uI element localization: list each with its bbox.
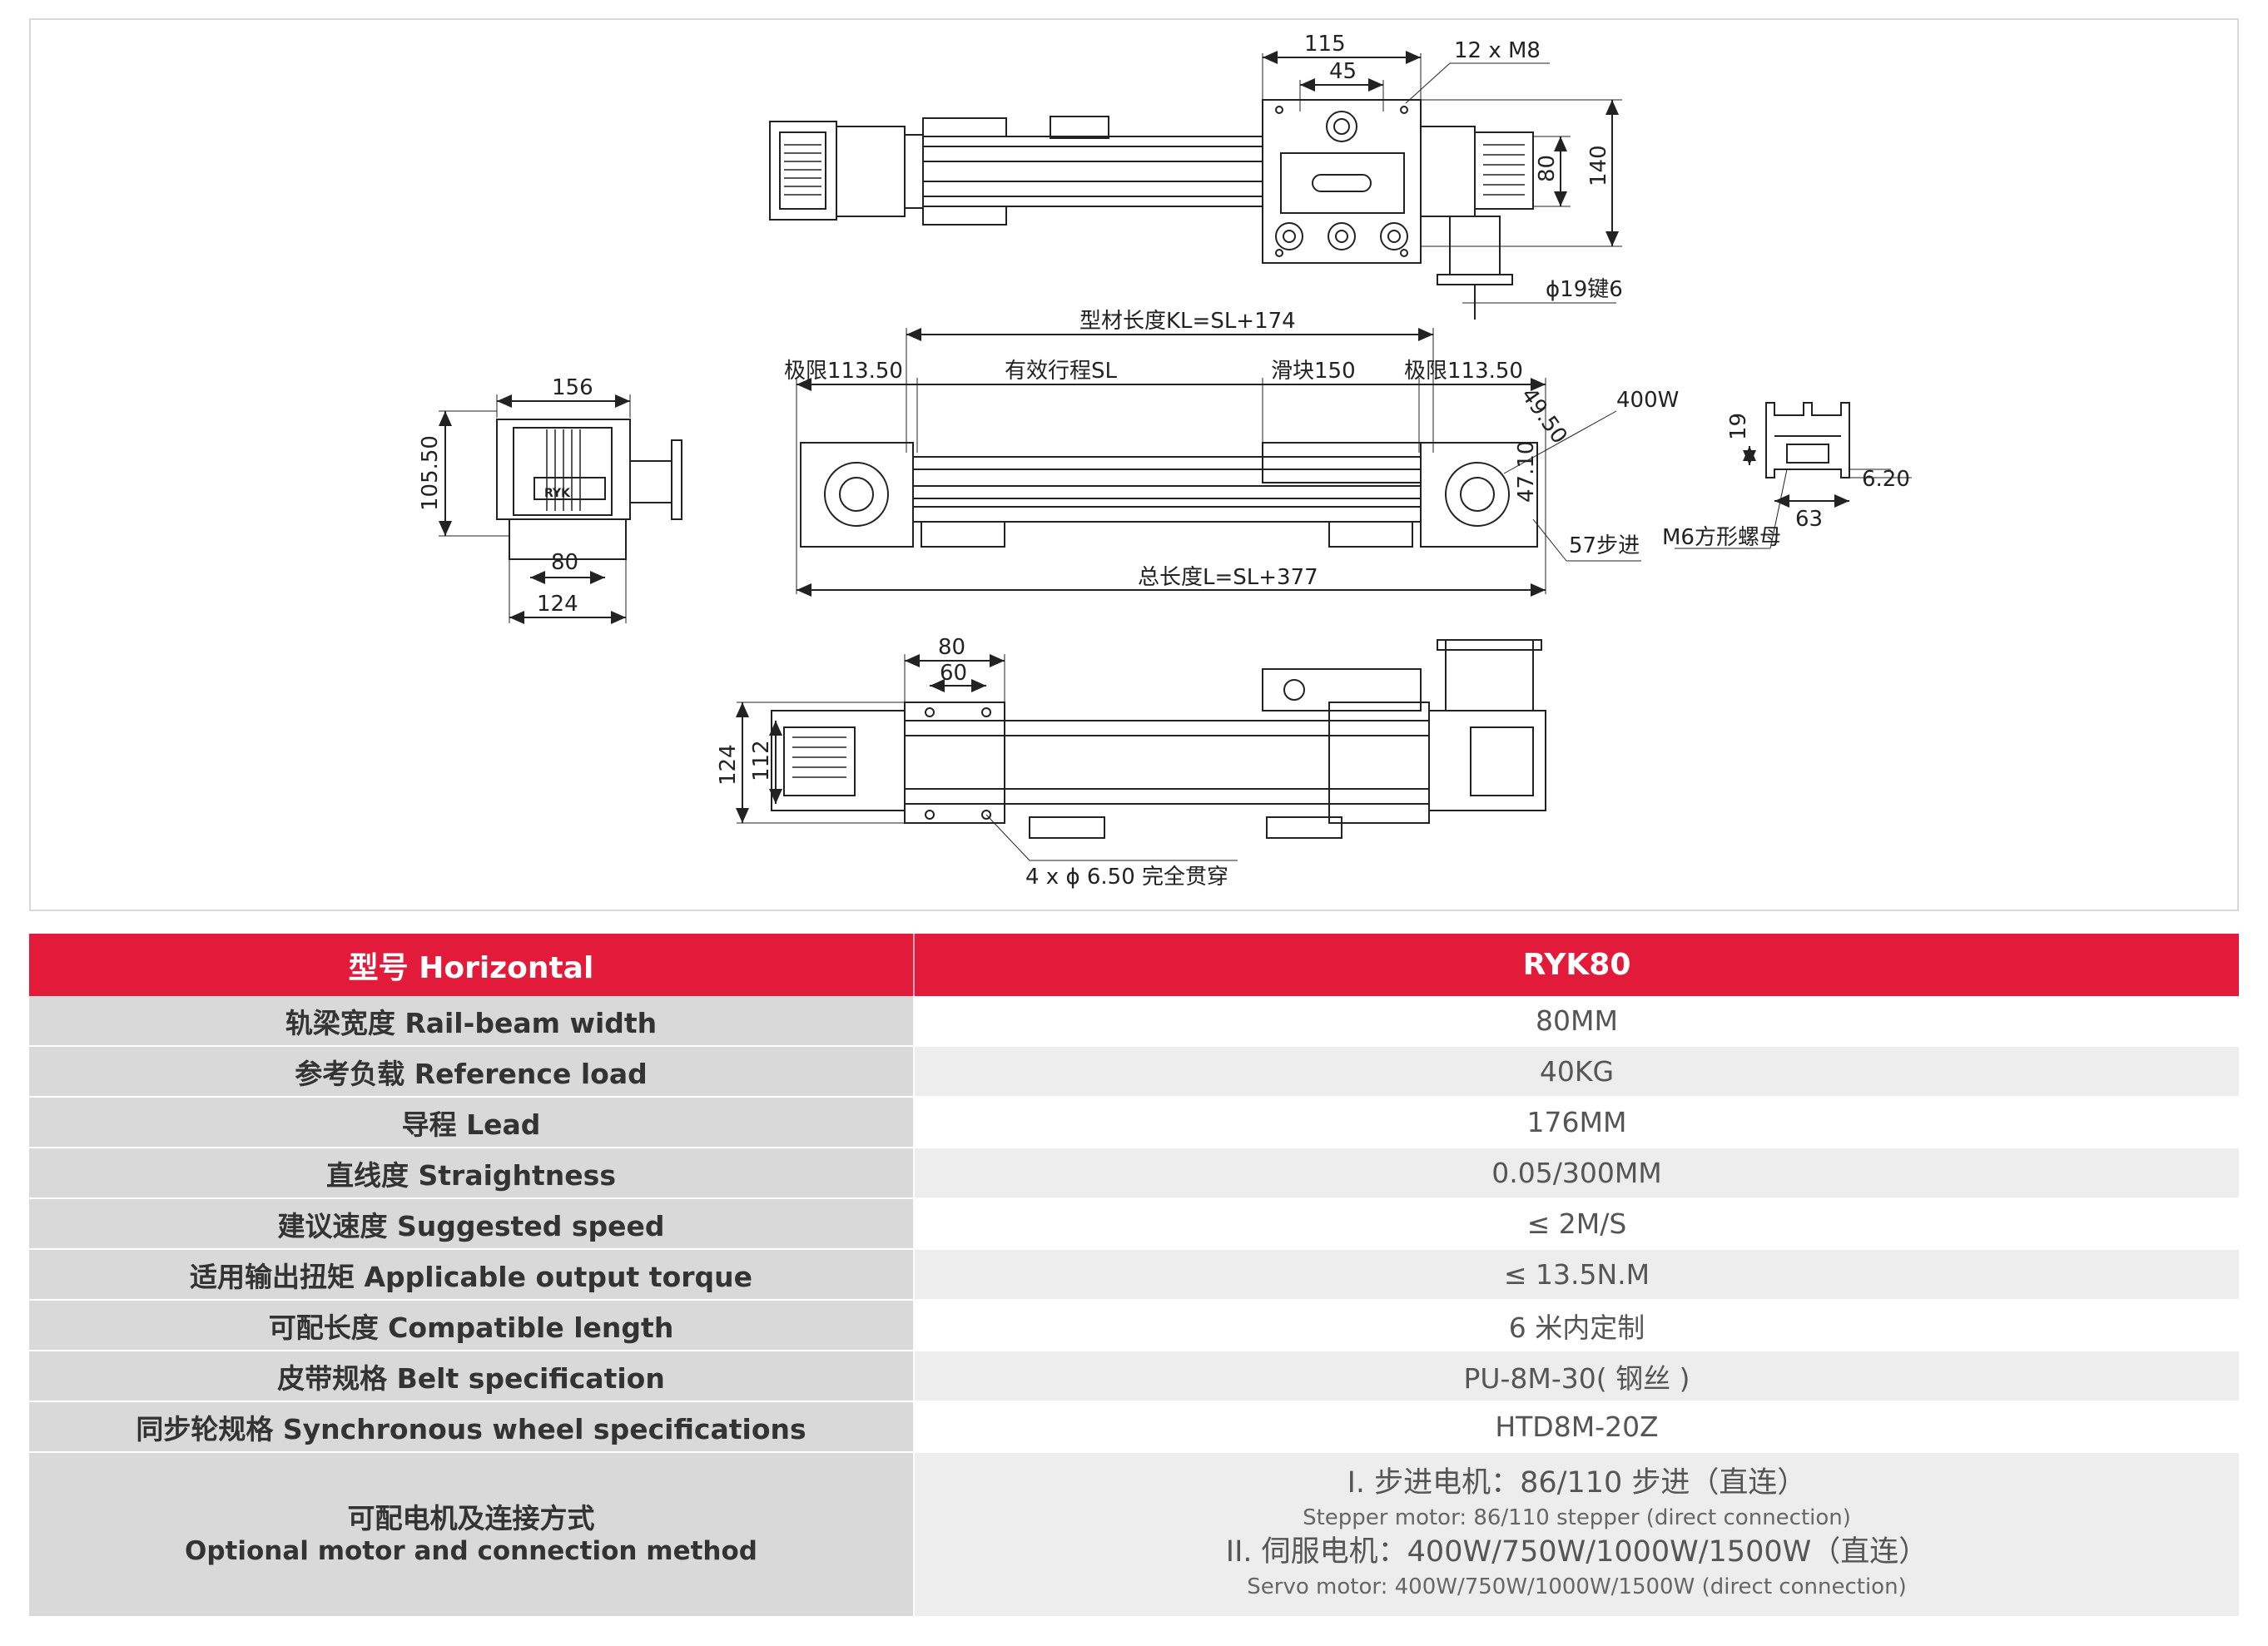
dim-400w: 400W xyxy=(1616,388,1679,413)
motor-line1: I. 步进电机：86/110 步进（直连） xyxy=(1347,1466,1807,1500)
row-label: 轨梁宽度 Rail-beam width xyxy=(29,996,915,1047)
dim-140: 140 xyxy=(1586,145,1611,186)
row-label: 适用输出扭矩 Applicable output torque xyxy=(29,1249,915,1301)
dim-124-side: 124 xyxy=(537,592,578,617)
row-value: 0.05/300MM xyxy=(914,1148,2239,1199)
header-ryk80: RYK80 xyxy=(914,934,2239,996)
dim-45: 45 xyxy=(1329,59,1357,84)
side-view xyxy=(439,394,682,624)
motor-line2: II. 伺服电机：400W/750W/1000W/1500W（直连） xyxy=(1225,1535,1928,1569)
row-value: ≤ 2M/S xyxy=(914,1198,2239,1250)
dim-m6-nut: M6方形螺母 xyxy=(1662,525,1781,550)
profile-cross-section xyxy=(1675,402,1912,549)
row-label: 直线度 Straightness xyxy=(29,1148,915,1199)
row-value: 40KG xyxy=(914,1046,2239,1098)
dim-60: 60 xyxy=(940,661,967,686)
row-value: 6 米内定制 xyxy=(914,1300,2239,1351)
row-value: 80MM xyxy=(914,996,2239,1047)
row-label: 皮带规格 Belt specification xyxy=(29,1351,915,1402)
dim-limit-right: 极限113.50 xyxy=(1404,359,1523,384)
header-model: 型号 Horizontal xyxy=(29,934,915,996)
dim-6-20: 6.20 xyxy=(1862,467,1910,492)
table-row: 建议速度 Suggested speed≤ 2M/S xyxy=(29,1198,2239,1250)
row-value: HTD8M-20Z xyxy=(914,1401,2239,1453)
technical-drawing: 115 45 12 x M8 80 140 ϕ19键6 156 105.50 8… xyxy=(418,32,1912,890)
dim-slider: 滑块150 xyxy=(1271,359,1356,384)
dim-49-50: 49.50 xyxy=(1516,384,1571,449)
motor-label-en: Optional motor and connection method xyxy=(185,1536,757,1567)
row-label: 同步轮规格 Synchronous wheel specifications xyxy=(29,1401,915,1453)
dim-holes: 4 x ϕ 6.50 完全贯穿 xyxy=(1025,865,1228,890)
dim-80-bottom: 80 xyxy=(938,635,965,660)
dim-19: 19 xyxy=(1726,413,1751,440)
dim-124-bottom: 124 xyxy=(716,744,741,786)
logo-ryk: RYK xyxy=(544,487,571,500)
dim-63: 63 xyxy=(1795,507,1823,532)
motor-value-cell: I. 步进电机：86/110 步进（直连） Stepper motor: 86/… xyxy=(914,1452,2239,1618)
table-header-row: 型号 Horizontal RYK80 xyxy=(29,934,2239,996)
row-value: PU-8M-30( 钢丝 ) xyxy=(914,1351,2239,1402)
bottom-view xyxy=(736,639,1546,861)
row-value: ≤ 13.5N.M xyxy=(914,1249,2239,1301)
dim-kl: 型材长度KL=SL+174 xyxy=(1079,309,1296,334)
dim-80-side: 80 xyxy=(551,550,578,575)
dim-12xm8: 12 x M8 xyxy=(1454,38,1541,63)
motor-line1-en: Stepper motor: 86/110 stepper (direct co… xyxy=(1303,1505,1851,1530)
dim-105-50: 105.50 xyxy=(418,435,443,511)
spec-table: 型号 Horizontal RYK80 轨梁宽度 Rail-beam width… xyxy=(29,934,2239,1618)
dim-limit-left: 极限113.50 xyxy=(784,359,903,384)
dim-stroke: 有效行程SL xyxy=(1005,359,1118,384)
dim-112: 112 xyxy=(749,740,774,781)
dim-total-length: 总长度L=SL+377 xyxy=(1138,565,1318,590)
top-view xyxy=(769,51,1622,320)
dim-80-top: 80 xyxy=(1535,155,1560,182)
row-label: 可配长度 Compatible length xyxy=(29,1300,915,1351)
row-label: 建议速度 Suggested speed xyxy=(29,1198,915,1250)
row-label: 参考负载 Reference load xyxy=(29,1046,915,1098)
technical-drawing-frame: 115 45 12 x M8 80 140 ϕ19键6 156 105.50 8… xyxy=(29,18,2239,911)
row-value: 176MM xyxy=(914,1097,2239,1148)
dim-156: 156 xyxy=(552,375,593,400)
dim-47-10: 47.10 xyxy=(1514,441,1539,503)
table-row-motor: 可配电机及连接方式 Optional motor and connection … xyxy=(29,1452,2239,1618)
motor-line2-en: Servo motor: 400W/750W/1000W/1500W (dire… xyxy=(1247,1574,1907,1599)
table-row: 适用输出扭矩 Applicable output torque≤ 13.5N.M xyxy=(29,1249,2239,1301)
motor-label-cn: 可配电机及连接方式 xyxy=(347,1502,595,1534)
dim-shaft: ϕ19键6 xyxy=(1546,277,1623,302)
dim-57-stepper: 57步进 xyxy=(1569,533,1640,558)
dim-115: 115 xyxy=(1304,32,1346,57)
row-label: 导程 Lead xyxy=(29,1097,915,1148)
motor-label-cell: 可配电机及连接方式 Optional motor and connection … xyxy=(29,1452,915,1618)
front-view xyxy=(796,328,1641,597)
